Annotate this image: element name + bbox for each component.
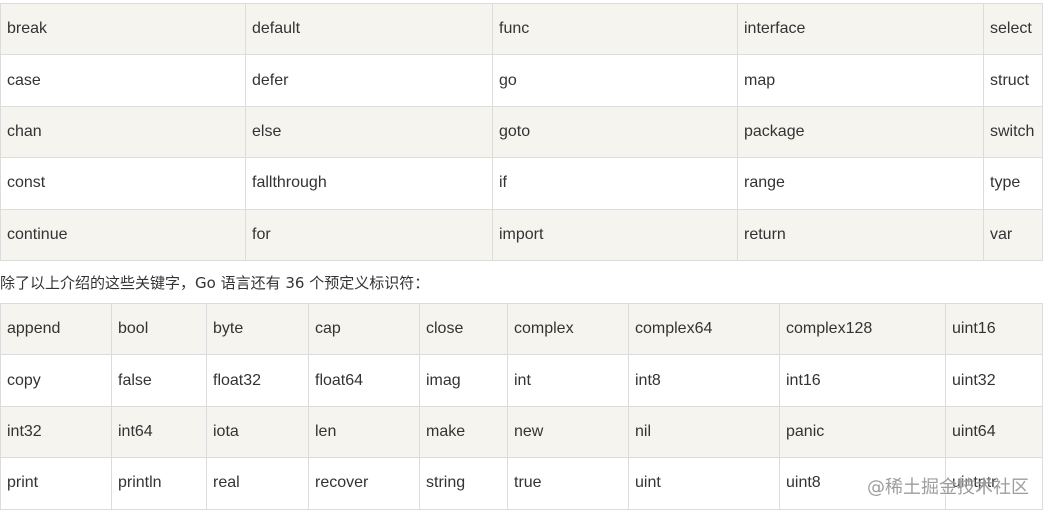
table-cell: select (983, 2, 1043, 56)
table-cell: float32 (206, 354, 309, 407)
table-cell: uint16 (945, 302, 1043, 356)
table-cell: map (737, 54, 984, 107)
intro-paragraph: 除了以上介绍的这些关键字，Go 语言还有 36 个预定义标识符： (0, 274, 430, 292)
watermark: @稀土掘金技术社区 (867, 477, 1029, 498)
table-cell: struct (983, 54, 1043, 107)
table-cell: interface (737, 2, 984, 56)
table-cell: complex64 (628, 302, 780, 356)
table-cell: range (737, 157, 984, 210)
table-cell: make (419, 405, 508, 459)
table-cell: else (245, 105, 493, 159)
table-cell: append (0, 302, 112, 356)
table-cell: uint (628, 457, 780, 510)
table-cell: true (507, 457, 629, 510)
table-row: int32 int64 iota len make new nil panic … (0, 405, 1043, 459)
table-cell: string (419, 457, 508, 510)
table-cell: float64 (308, 354, 420, 407)
table-cell: uint64 (945, 405, 1043, 459)
table-cell: const (0, 157, 246, 210)
table-cell: uintptr (945, 457, 1043, 510)
table-cell: case (0, 54, 246, 107)
table-cell: println (111, 457, 207, 510)
table-cell: recover (308, 457, 420, 510)
table-cell: default (245, 2, 493, 56)
table-cell: for (245, 208, 493, 261)
table-row: case defer go map struct (0, 54, 1043, 107)
table-cell: uint32 (945, 354, 1043, 407)
table-cell: print (0, 457, 112, 510)
table-cell: break (0, 2, 246, 56)
table-row: chan else goto package switch (0, 105, 1043, 159)
table-cell: int16 (779, 354, 946, 407)
table-cell: complex128 (779, 302, 946, 356)
table-row: append bool byte cap close complex compl… (0, 302, 1043, 356)
table-cell: bool (111, 302, 207, 356)
table-cell: goto (492, 105, 738, 159)
table-row: continue for import return var (0, 208, 1043, 261)
table-cell: new (507, 405, 629, 459)
table-cell: len (308, 405, 420, 459)
table-cell: if (492, 157, 738, 210)
table-cell: close (419, 302, 508, 356)
table-cell: complex (507, 302, 629, 356)
table-cell: false (111, 354, 207, 407)
table-cell: import (492, 208, 738, 261)
table-cell: int64 (111, 405, 207, 459)
table-cell: imag (419, 354, 508, 407)
table-cell: int32 (0, 405, 112, 459)
table-cell: return (737, 208, 984, 261)
table-cell: int (507, 354, 629, 407)
table-cell: fallthrough (245, 157, 493, 210)
table-cell: cap (308, 302, 420, 356)
table-cell: chan (0, 105, 246, 159)
table-row: copy false float32 float64 imag int int8… (0, 354, 1043, 407)
keywords-table: break default func interface select case… (0, 2, 1043, 261)
table-cell: copy (0, 354, 112, 407)
table-cell: func (492, 2, 738, 56)
table-cell: continue (0, 208, 246, 261)
table-row: print println real recover string true u… (0, 457, 1043, 510)
table-cell: int8 (628, 354, 780, 407)
table-cell: iota (206, 405, 309, 459)
table-cell: var (983, 208, 1043, 261)
table-cell: type (983, 157, 1043, 210)
table-cell: uint8 (779, 457, 946, 510)
table-cell: defer (245, 54, 493, 107)
table-row: const fallthrough if range type (0, 157, 1043, 210)
table-cell: nil (628, 405, 780, 459)
table-cell: byte (206, 302, 309, 356)
table-cell: real (206, 457, 309, 510)
predeclared-identifiers-table: append bool byte cap close complex compl… (0, 302, 1043, 510)
table-cell: panic (779, 405, 946, 459)
table-cell: switch (983, 105, 1043, 159)
table-cell: package (737, 105, 984, 159)
table-row: break default func interface select (0, 2, 1043, 56)
table-cell: go (492, 54, 738, 107)
